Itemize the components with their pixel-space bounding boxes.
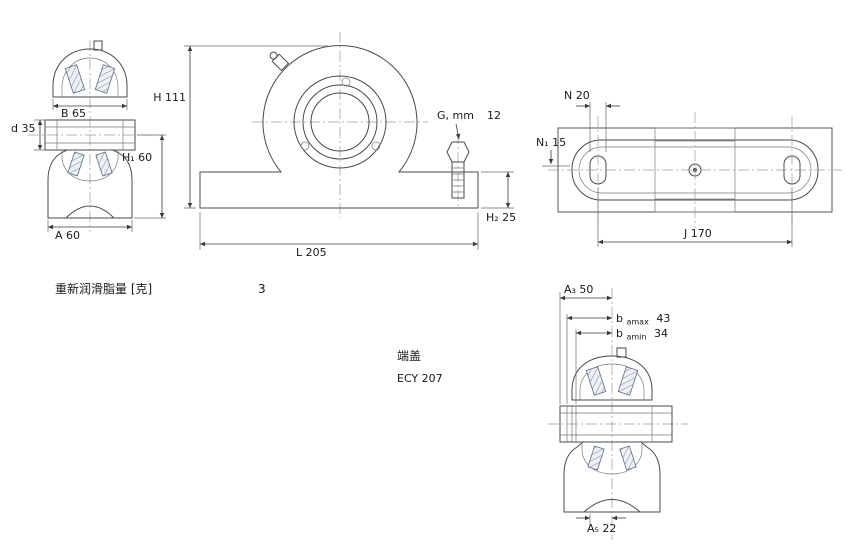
bearing-outer-ring: [61, 57, 119, 97]
dim-A-label: A 60: [55, 229, 80, 242]
roller-lower-left: [587, 445, 605, 471]
end-cover-value: ECY 207: [397, 372, 443, 385]
grease-nipple-stub: [93, 40, 103, 51]
dim-L-label: L 205: [296, 246, 327, 259]
roller-upper-left: [585, 366, 607, 396]
roller-upper-right: [94, 64, 116, 94]
bore-inner-circle: [310, 92, 370, 152]
roller-lower-right: [95, 151, 113, 177]
grease-nipple: [269, 51, 290, 72]
notes: 重新润滑脂量 [克] 3 端盖 ECY 207: [55, 281, 443, 385]
housing-cap: [571, 355, 653, 401]
dim-G-label: G, mm 12: [437, 109, 501, 122]
relubrication-label: 重新润滑脂量 [克]: [55, 281, 152, 296]
bearing-lower-ring: [61, 150, 119, 182]
top-view: N 20 N₁ 15 J 170: [536, 89, 842, 247]
roller-upper-right: [617, 366, 639, 396]
dim-d-label: d 35: [11, 122, 35, 135]
bearing-ring: [302, 84, 378, 160]
dim-B-ext: [52, 99, 128, 110]
end-cover-label: 端盖: [397, 349, 421, 363]
bearing-outer-ring: [579, 363, 645, 400]
dim-H2-ext: [481, 171, 514, 209]
dim-bamin-label: b amin 34: [616, 327, 668, 343]
dim-A3-label: A₃ 50: [564, 283, 593, 296]
bolt-threads: [452, 167, 464, 193]
roller-upper-left: [64, 64, 86, 94]
bolt-hole-left: [300, 141, 310, 151]
dim-J-ext: [597, 188, 793, 247]
shaft-section-view: B 65 d 35 H₁ 60 A 60: [11, 40, 166, 242]
dim-bamax-label: b amax 43: [616, 312, 670, 328]
dim-A5-label: A₅ 22: [587, 522, 616, 535]
roller-lower-right: [619, 445, 637, 471]
dim-G-leader: [455, 123, 461, 140]
dim-H1-label: H₁ 60: [122, 151, 152, 164]
dim-H-label: H 111: [153, 91, 186, 104]
shaft-and-cover-lines: [560, 406, 672, 442]
dim-H2-label: H₂ 25: [486, 211, 516, 224]
bolt-hole-top: [341, 77, 351, 87]
dim-H-ext: [184, 45, 328, 209]
housing-cap: [52, 48, 128, 98]
bore-outer-circle: [293, 75, 387, 169]
grease-nipple-stub: [616, 347, 627, 358]
dim-N1-label: N₁ 15: [536, 136, 566, 149]
front-view: G, mm 12 H 111 L 205 H₂ 25: [153, 32, 516, 259]
pillow-block-body: [199, 45, 479, 209]
dim-H1-ext: [134, 134, 166, 219]
base-arch: [582, 499, 642, 513]
shaft-lines: [45, 120, 135, 150]
housing-base: [563, 441, 661, 513]
base-arch: [64, 205, 116, 219]
dim-N-label: N 20: [564, 89, 590, 102]
end-cover-view: A₃ 50 b amax 43 b amin 34 A₅ 22: [548, 283, 688, 540]
dim-B-label: B 65: [61, 107, 86, 120]
roller-lower-left: [67, 151, 85, 177]
dim-J-label: J 170: [683, 227, 712, 240]
dim-N-ext: [589, 102, 607, 152]
housing-base: [47, 149, 133, 219]
relubrication-value: 3: [258, 282, 266, 296]
bearing-lower-ring: [581, 442, 643, 475]
bolt-hole-right: [371, 141, 381, 151]
dim-A-ext: [47, 220, 133, 232]
